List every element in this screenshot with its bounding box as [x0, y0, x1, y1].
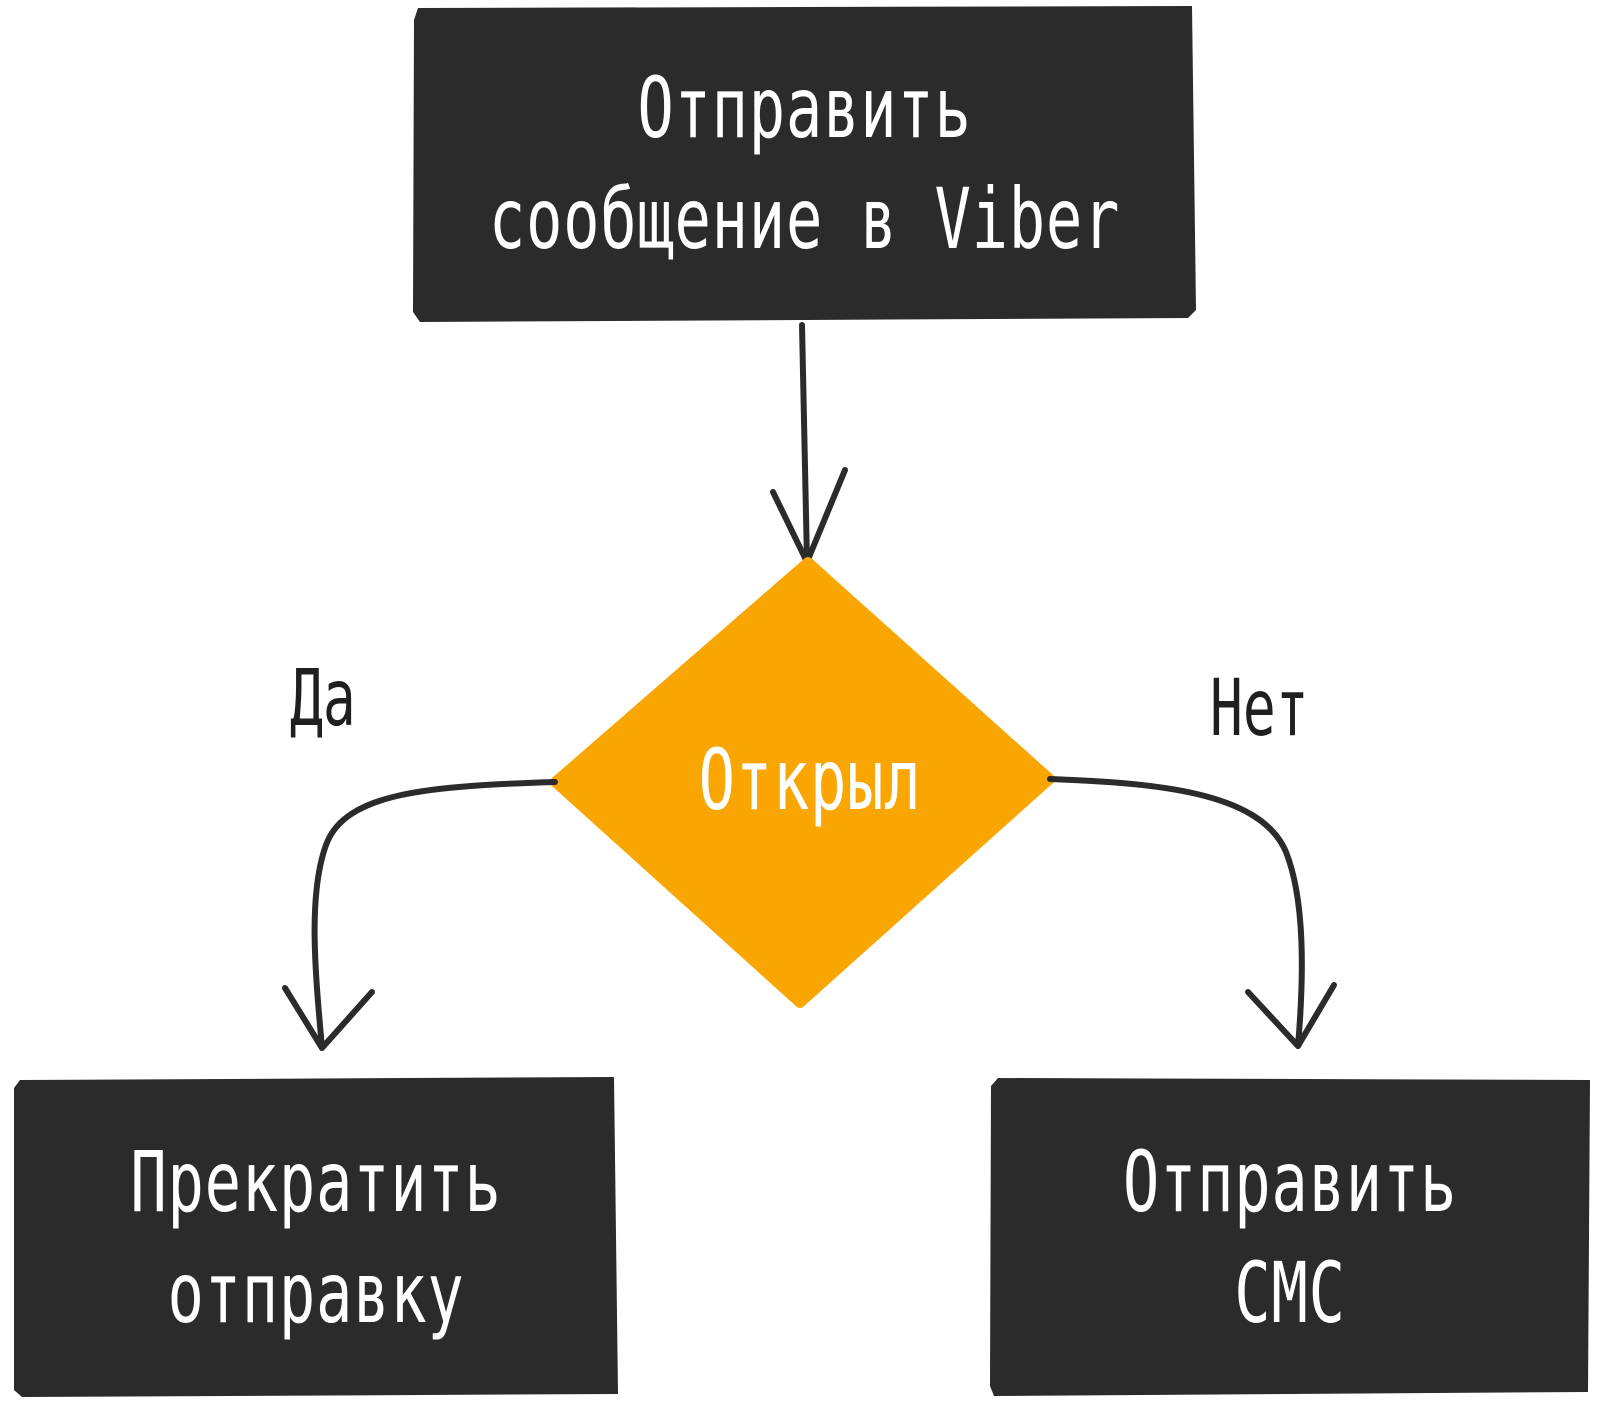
yes-line-1: Прекратить — [130, 1133, 502, 1232]
no-action-box — [990, 1078, 1590, 1396]
no-label: Нет — [1210, 664, 1309, 754]
arrowhead-decision-to-yes — [282, 985, 375, 1051]
decision-text: Открыл — [659, 720, 961, 840]
arrow-decision-to-no — [1047, 776, 1305, 1049]
decision-diamond — [550, 557, 1055, 1008]
arrow-decision-to-yes — [311, 779, 558, 1051]
start-line-1: Отправить — [637, 59, 972, 158]
yes-action-text: Прекратить отправку — [99, 1098, 534, 1378]
arrowhead-decision-to-no — [1245, 982, 1337, 1049]
yes-line-2: отправку — [167, 1244, 465, 1342]
decision-label: Открыл — [698, 730, 922, 829]
start-line-2: сообщение в Viber — [488, 170, 1121, 268]
no-line-1: Отправить — [1122, 1133, 1458, 1232]
start-box — [413, 6, 1196, 322]
yes-label: Да — [290, 654, 356, 744]
no-line-2: СМС — [1234, 1244, 1346, 1342]
start-box-text: Отправить сообщение в Viber — [489, 28, 1120, 300]
no-action-text: Отправить СМС — [1074, 1098, 1506, 1378]
yes-action-box — [14, 1077, 618, 1397]
arrow-start-to-decision — [799, 322, 810, 565]
